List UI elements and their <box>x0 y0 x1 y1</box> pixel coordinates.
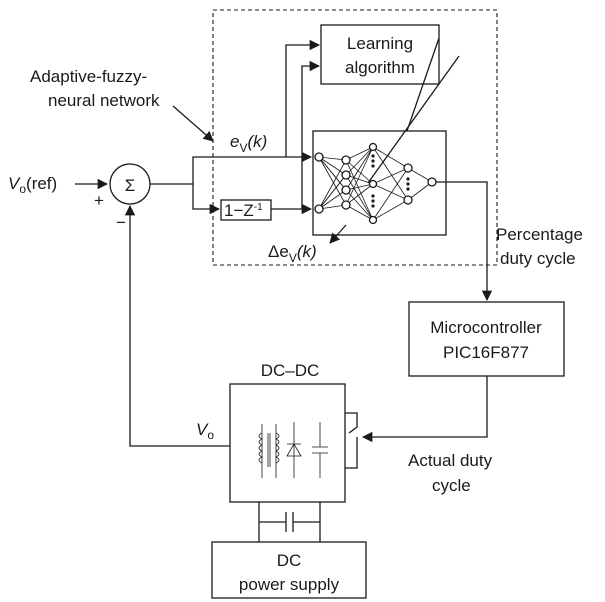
micro-label-line1: Microcontroller <box>430 318 542 337</box>
supply-label-line1: DC <box>277 551 302 570</box>
dev-tap-to-learning <box>301 60 321 209</box>
plus-sign: + <box>94 191 104 210</box>
ev-label: eV(k) <box>230 132 267 155</box>
difference-block <box>220 199 272 221</box>
network-caption-pointer <box>172 105 214 142</box>
dcdc-converter-block <box>229 383 346 503</box>
learning-label-line1: Learning <box>347 34 413 53</box>
actual-label-line2: cycle <box>432 476 471 495</box>
network-caption-line1: Adaptive-fuzzy- <box>30 67 147 86</box>
microcontroller-block <box>408 301 565 377</box>
percentage-label-line2: duty cycle <box>500 249 576 268</box>
network-caption-line2: neural network <box>48 91 160 110</box>
error-line-top <box>192 151 313 184</box>
vo-label: Vo <box>196 420 214 442</box>
actual-label-line1: Actual duty <box>408 451 493 470</box>
vref-label: Vo(ref) <box>8 174 57 196</box>
minus-sign: − <box>116 213 126 232</box>
dcdc-label: DC–DC <box>261 361 320 380</box>
error-line-bottom <box>192 184 221 215</box>
sigma-symbol: Σ <box>125 176 136 195</box>
nn-neurons <box>314 142 437 225</box>
switch-symbol <box>345 412 358 469</box>
actual-duty-line <box>361 376 488 443</box>
neural-network-block <box>312 130 447 236</box>
percentage-label-line1: Percentage <box>496 225 583 244</box>
dev-label: ΔeV(k) <box>268 242 317 265</box>
learning-to-network-line1 <box>406 37 440 132</box>
learning-label-line2: algorithm <box>345 58 415 77</box>
supply-link <box>258 502 321 542</box>
vo-feedback-line <box>124 204 230 447</box>
dc-power-supply-block <box>211 541 367 599</box>
network-boundary <box>212 9 498 266</box>
network-output-line <box>436 181 493 302</box>
difference-label: 1−Z-1 <box>224 201 263 220</box>
supply-label-line2: power supply <box>239 575 340 594</box>
nn-connections <box>318 146 433 221</box>
dev-pointer <box>329 224 347 244</box>
diode-symbol <box>286 422 302 478</box>
learning-algorithm-block <box>320 24 440 85</box>
transformer-symbol <box>258 424 280 478</box>
ev-tap-to-learning <box>285 39 321 157</box>
micro-label-line2: PIC16F877 <box>443 343 529 362</box>
learning-to-network-line2 <box>367 55 460 184</box>
capacitor-symbol <box>312 422 328 478</box>
